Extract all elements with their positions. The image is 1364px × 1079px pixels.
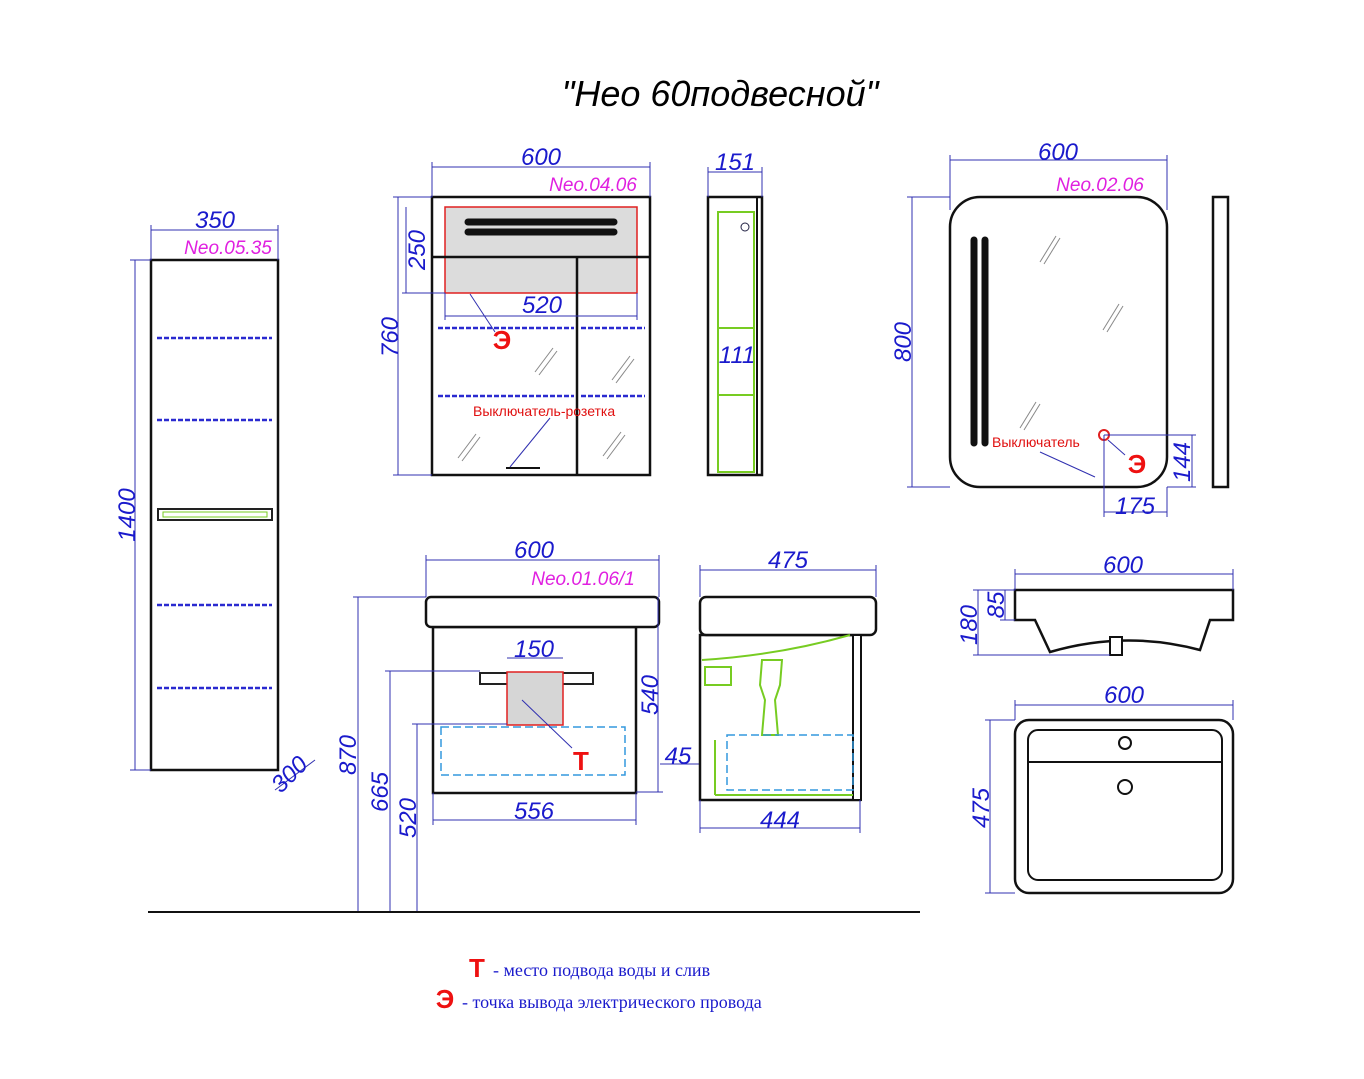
sink-height-dim: 180: [956, 604, 983, 645]
vanity-side: 475 444: [698, 547, 878, 834]
mirror-electric-mark: Э: [1128, 449, 1147, 479]
height-520-dim: 520: [395, 797, 422, 838]
vanity-front: Т 600 Neo.01.06/1 150 540 556 870 665 52…: [335, 537, 717, 912]
water-mark: Т: [573, 746, 589, 776]
side-depth-475-dim: 475: [768, 547, 809, 574]
tall-cabinet: 350 Neo.05.35 1400 300: [114, 207, 316, 798]
tall-height-dim: 1400: [114, 488, 141, 542]
mirror-cabinet-side: 151 111: [706, 149, 764, 477]
lamp-height-dim: 250: [404, 229, 431, 271]
mirror-cabinet-width-dim: 600: [521, 144, 562, 171]
vanity-width-dim: 600: [514, 537, 555, 564]
mirror-code: Neo.02.06: [1056, 175, 1144, 196]
body-width-dim: 556: [514, 798, 555, 825]
legend: Т - место подвода воды и слив Э - точка …: [436, 953, 762, 1014]
sink-top-width-dim: 600: [1104, 682, 1145, 709]
height-665-dim: 665: [367, 771, 394, 812]
mirror-width-dim: 600: [1038, 139, 1079, 166]
tall-code: Neo.05.35: [184, 238, 272, 259]
water-zone-dim: 150: [514, 636, 555, 663]
sink-rim-dim: 85: [983, 591, 1010, 618]
switch-offset-dim: 175: [1115, 493, 1156, 520]
mirror-switch-label: Выключатель: [992, 434, 1080, 450]
mirror-cabinet: 600 Neo.04.06 520 250 760 Э Выключатель-…: [377, 144, 652, 477]
side-depth-dim: 151: [715, 149, 755, 176]
offset-dim: 45: [665, 743, 692, 770]
shelf-depth-dim: 111: [719, 342, 755, 369]
total-height-dim: 870: [335, 734, 362, 775]
mirror-cabinet-code: Neo.04.06: [549, 175, 637, 196]
sink-front-width-dim: 600: [1103, 552, 1144, 579]
body-depth-dim: 444: [760, 807, 800, 834]
legend-electric-mark: Э: [436, 984, 455, 1014]
lamp-width-dim: 520: [522, 292, 563, 319]
mirror-height-dim: 800: [890, 321, 917, 362]
sink-top: 600 475: [968, 682, 1235, 895]
mirror-cabinet-height-dim: 760: [377, 316, 404, 357]
drawing-title: "Нео 60подвесной": [562, 73, 881, 114]
tall-width-dim: 350: [195, 207, 236, 234]
switch-socket-label: Выключатель-розетка: [473, 403, 615, 419]
legend-water-mark: Т: [469, 953, 485, 983]
vanity-code: Neo.01.06/1: [531, 569, 635, 590]
electric-mark: Э: [493, 325, 512, 355]
switch-height-dim: 144: [1169, 442, 1196, 482]
sink-front: 600 180 85: [956, 552, 1235, 656]
legend-electric-text: - точка вывода электрического провода: [462, 992, 762, 1012]
sink-depth-dim: 475: [968, 787, 995, 828]
vanity-height-dim: 540: [637, 674, 664, 715]
mirror: 600 Neo.02.06 800 Выключатель Э 144 175: [890, 139, 1230, 520]
legend-water-text: - место подвода воды и слив: [493, 960, 710, 980]
